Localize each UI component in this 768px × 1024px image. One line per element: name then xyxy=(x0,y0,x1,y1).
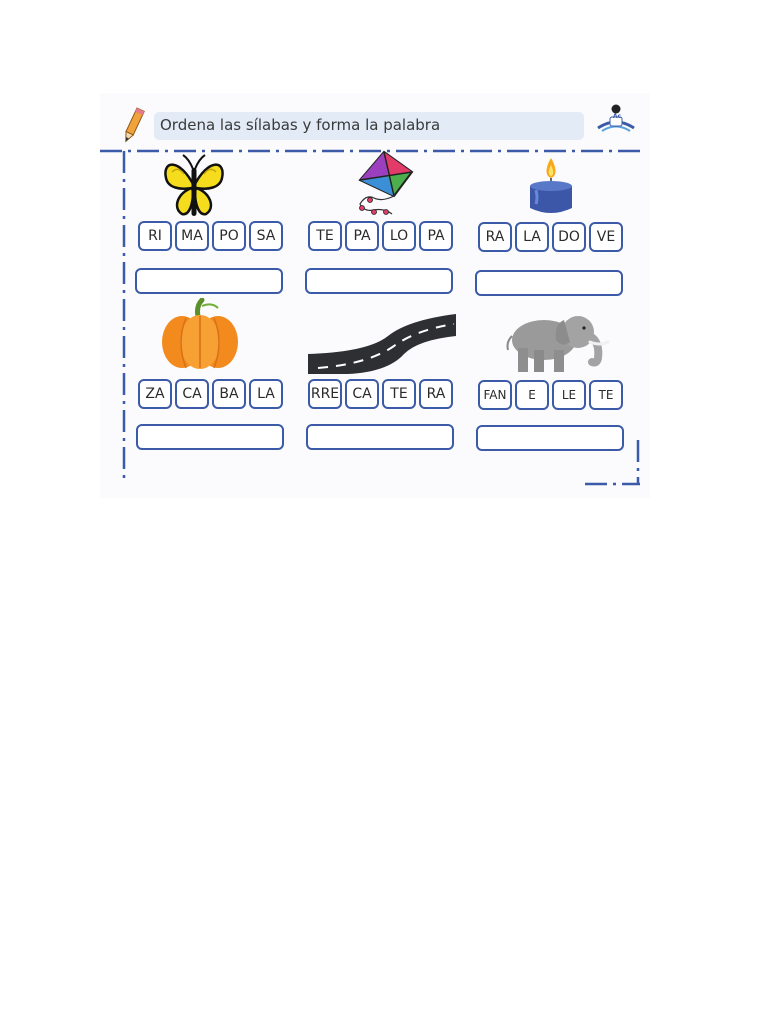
syllable-tile[interactable]: PA xyxy=(419,221,453,251)
answer-box-1[interactable] xyxy=(135,268,283,294)
elephant-icon xyxy=(506,316,610,372)
answer-box-3[interactable] xyxy=(475,270,623,296)
syllable-row-1: RI MA PO SA xyxy=(138,221,283,251)
syllable-tile[interactable]: MA xyxy=(175,221,209,251)
syllable-tile[interactable]: LE xyxy=(552,380,586,410)
pumpkin-icon xyxy=(162,298,238,369)
syllable-row-2: TE PA LO PA xyxy=(308,221,453,251)
syllable-tile[interactable]: FAN xyxy=(478,380,512,410)
syllable-tile[interactable]: RRE xyxy=(308,379,342,409)
syllable-tile[interactable]: RA xyxy=(419,379,453,409)
syllable-tile[interactable]: TE xyxy=(382,379,416,409)
syllable-tile[interactable]: RI xyxy=(138,221,172,251)
kite-icon xyxy=(358,150,414,215)
syllable-tile[interactable]: TE xyxy=(308,221,342,251)
syllable-tile[interactable]: E xyxy=(515,380,549,410)
school-logo-icon xyxy=(597,104,635,132)
syllable-row-5: RRE CA TE RA xyxy=(308,379,453,409)
syllable-tile[interactable]: VE xyxy=(589,222,623,252)
logo-text: Ac xyxy=(612,113,622,120)
syllable-row-6: FAN E LE TE xyxy=(478,380,623,410)
pencil-icon xyxy=(125,107,145,143)
syllable-row-4: ZA CA BA LA xyxy=(138,379,283,409)
instruction-text: Ordena las sílabas y forma la palabra xyxy=(160,116,441,134)
answer-box-4[interactable] xyxy=(136,424,284,450)
syllable-tile[interactable]: SA xyxy=(249,221,283,251)
syllable-tile[interactable]: LA xyxy=(249,379,283,409)
syllable-tile[interactable]: PO xyxy=(212,221,246,251)
syllable-tile[interactable]: CA xyxy=(175,379,209,409)
syllable-row-3: RA LA DO VE xyxy=(478,222,623,252)
answer-box-6[interactable] xyxy=(476,425,624,451)
syllable-tile[interactable]: ZA xyxy=(138,379,172,409)
candle-icon xyxy=(530,158,572,213)
syllable-tile[interactable]: RA xyxy=(478,222,512,252)
butterfly-icon xyxy=(164,154,224,216)
answer-box-2[interactable] xyxy=(305,268,453,294)
syllable-tile[interactable]: CA xyxy=(345,379,379,409)
answer-box-5[interactable] xyxy=(306,424,454,450)
syllable-tile[interactable]: TE xyxy=(589,380,623,410)
instruction-bar xyxy=(154,112,584,140)
syllable-tile[interactable]: LA xyxy=(515,222,549,252)
syllable-tile[interactable]: DO xyxy=(552,222,586,252)
syllable-tile[interactable]: LO xyxy=(382,221,416,251)
syllable-tile[interactable]: BA xyxy=(212,379,246,409)
road-icon xyxy=(308,314,456,374)
syllable-tile[interactable]: PA xyxy=(345,221,379,251)
